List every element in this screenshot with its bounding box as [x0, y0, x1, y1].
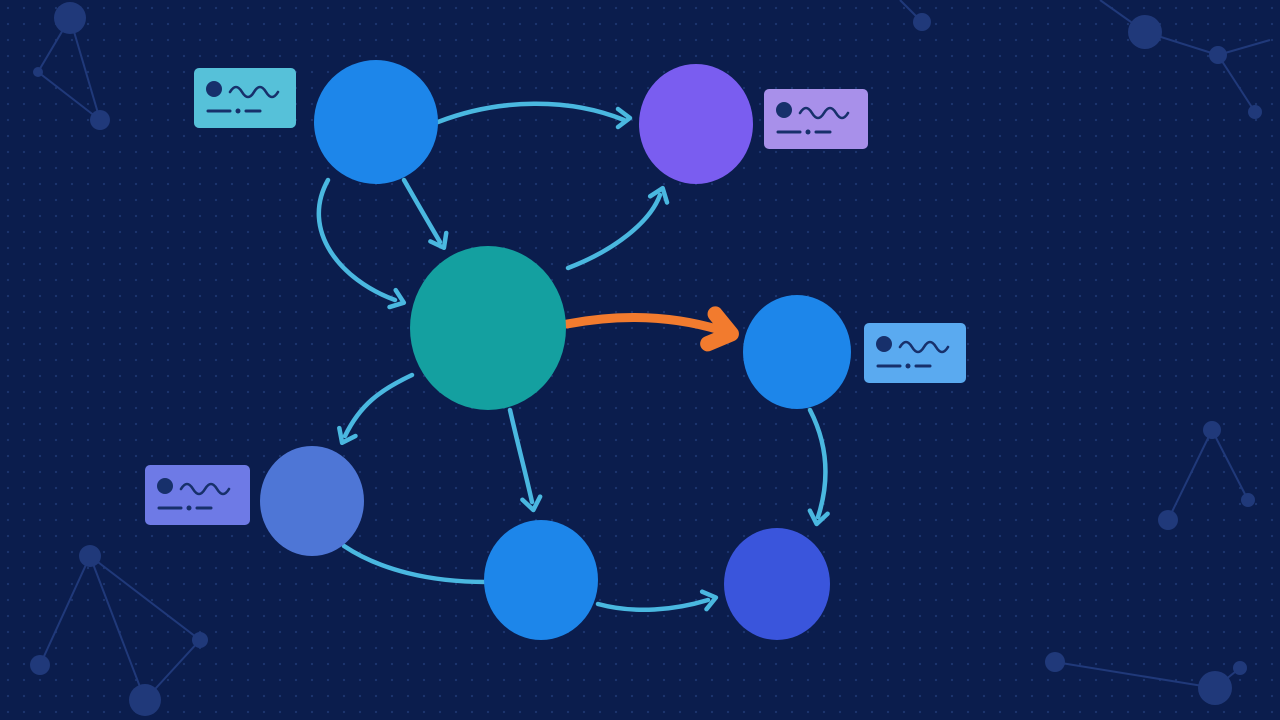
edge-n1-n3: [316, 177, 398, 303]
info-card-n1: [194, 68, 296, 128]
constellation-dot-2-1: [913, 13, 931, 31]
arrowhead-n6-n7: [699, 589, 719, 612]
edge-n3-n6: [507, 407, 535, 505]
arrowhead-n3-n2: [647, 185, 670, 205]
constellation-dot-5-3: [129, 684, 161, 716]
wavy-line-icon: [898, 340, 950, 354]
avatar-icon: [776, 102, 792, 118]
constellation-line-1: [36, 17, 102, 123]
edge-n5-n6: [341, 543, 489, 585]
constellation-dot-1-1: [54, 2, 86, 34]
edges: [316, 101, 830, 612]
constellation-dot-4-1: [1158, 510, 1178, 530]
constellation-dot-4-3: [1241, 493, 1255, 507]
node-n6: [484, 520, 598, 640]
node-n4: [743, 295, 851, 409]
avatar-icon: [157, 478, 173, 494]
node-n5: [260, 446, 364, 556]
arrowhead-n4-n7: [807, 508, 830, 527]
decor-constellations: [30, 0, 1271, 716]
info-card-n5: [145, 465, 250, 525]
constellation-dot-3-1: [1128, 15, 1162, 49]
dash-dot: [186, 505, 192, 511]
wavy-line-icon: [228, 85, 280, 99]
edge-n3-n5: [342, 372, 415, 439]
wavy-line-icon: [179, 482, 231, 496]
constellation-dot-1-2: [33, 67, 43, 77]
constellation-dot-4-2: [1203, 421, 1221, 439]
node-n2: [639, 64, 753, 184]
edge-n3-n4-highlight: [562, 312, 725, 335]
constellation-dot-3-2: [1209, 46, 1227, 64]
node-n1: [314, 60, 438, 184]
arrowhead-n1-n2: [615, 106, 633, 130]
node-n7: [724, 528, 830, 640]
dash-dot: [805, 129, 811, 135]
dash-dot: [905, 363, 911, 369]
node-n3: [410, 246, 566, 410]
arrowhead-n3-n4: [700, 306, 739, 352]
arrowhead-n1-n3: [387, 287, 407, 310]
arrowhead-n3-n5: [337, 425, 358, 446]
constellation-dot-5-1: [30, 655, 50, 675]
edge-n4-n7: [807, 407, 828, 520]
constellation-dot-5-2: [79, 545, 101, 567]
info-card-bg: [864, 323, 966, 383]
constellation-dot-6-3: [1233, 661, 1247, 675]
avatar-icon: [876, 336, 892, 352]
info-card-n4: [864, 323, 966, 383]
constellation-dot-5-4: [192, 632, 208, 648]
info-card-bg: [194, 68, 296, 128]
constellation-dot-6-1: [1045, 652, 1065, 672]
edge-n1-n3: [401, 177, 443, 245]
wavy-line-icon: [798, 106, 850, 120]
nodes: [260, 60, 851, 640]
avatar-icon: [206, 81, 222, 97]
arrowhead-n1-n3: [428, 230, 449, 251]
arrowhead-n3-n6: [520, 494, 543, 513]
constellation-dot-3-3: [1248, 105, 1262, 119]
constellation-dot-6-2: [1198, 671, 1232, 705]
info-cards: [145, 68, 966, 525]
edge-n6-n7: [595, 597, 711, 612]
dash-dot: [235, 108, 241, 114]
edge-n1-n2: [435, 101, 627, 125]
info-card-n2: [764, 89, 868, 149]
edge-n3-n2: [565, 192, 663, 271]
constellation-dot-1-3: [90, 110, 110, 130]
info-card-bg: [764, 89, 868, 149]
